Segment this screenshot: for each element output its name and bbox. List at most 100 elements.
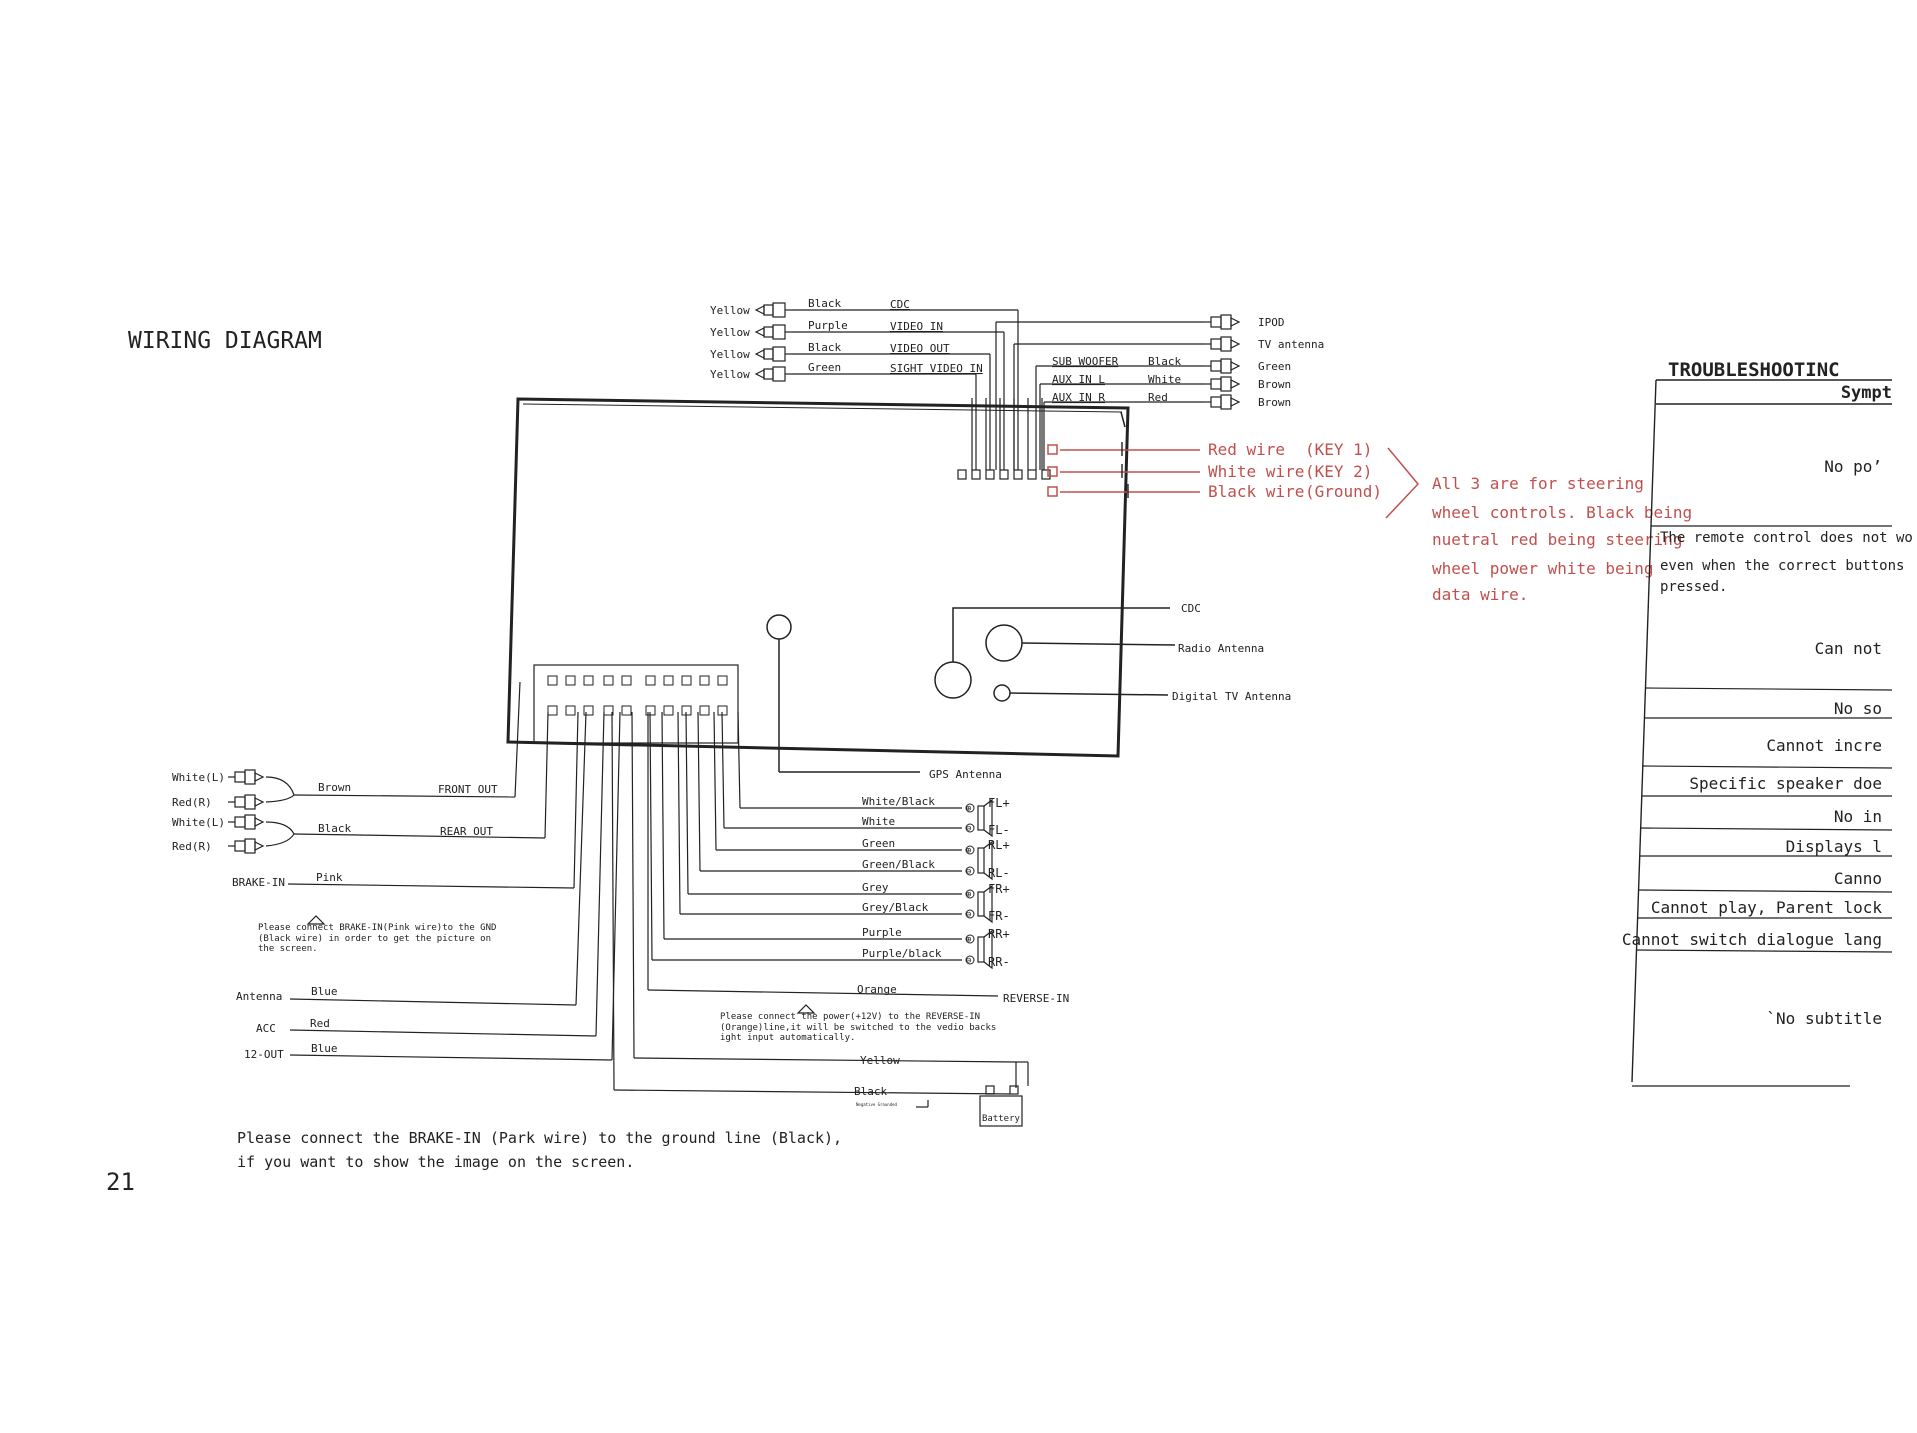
speaker-terminal-icon [965,866,975,876]
reverse-in-label: REVERSE-IN [1003,992,1069,1005]
troubleshooting-symptom-line: The remote control does not wo [1660,530,1913,546]
gps-jack-icon [766,614,792,640]
steering-wire-name: Red wire [1208,440,1285,459]
rca-plug-icon [228,769,265,785]
speaker-terminal-icon [965,955,975,965]
12-out-label: 12-OUT [244,1048,284,1061]
left-rca-plug-label: White(L) [172,771,225,784]
speaker-terminal-icon [965,889,975,899]
steering-note-line: All 3 are for steering [1432,474,1644,493]
digital-tv-antenna-label: Digital TV Antenna [1172,690,1291,703]
rca-plug-icon [1204,394,1241,410]
steering-wire-key: (KEY 2) [1305,462,1372,481]
rca-plug-icon [754,324,792,340]
right-rca-signal-label: AUX IN L [1052,373,1105,386]
rca-plug-icon [228,838,265,854]
troubleshooting-title: TROUBLESHOOTINC [1668,359,1840,381]
power-black-label: Black [854,1085,887,1098]
speaker-wires-group: White/Black⊕FL+White⊖FL-Green⊕RL+Green/B… [649,711,1010,970]
speaker-terminal-icon [965,803,975,813]
steering-note-line: data wire. [1432,585,1528,604]
speaker-terminal-sign: ⊖ [966,824,971,834]
bottom-note-line-2: if you want to show the image on the scr… [237,1153,634,1171]
battery-icon [979,1085,1023,1127]
brake-in-note-line: (Black wire) in order to get the picture… [258,934,491,944]
top-rca-signal-label: CDC [890,298,910,311]
gps-antenna-label: GPS Antenna [929,768,1002,781]
steering-note-line: nuetral red being steering [1432,530,1682,549]
page-number: 21 [106,1168,135,1196]
radio-antenna-label: Radio Antenna [1178,642,1264,655]
speaker-terminal-icon [965,934,975,944]
top-rca-wire-color: Black [808,341,841,354]
right-rca-plug-label: Brown [1258,396,1291,409]
antenna-jacks [766,607,1176,773]
speaker-terminal-sign: ⊖ [966,910,971,920]
speaker-wire-color: Purple [862,926,902,939]
rca-plug-icon [1204,336,1241,352]
cdc-jack-icon [934,661,972,699]
troubleshooting-symptom: Cannot switch dialogue lang [1622,930,1882,949]
right-rca-plug-label: Brown [1258,378,1291,391]
troubleshooting-symptom: Canno [1834,869,1882,888]
speaker-wire-color: Green/Black [862,858,935,871]
rear-out-label: REAR OUT [440,825,493,838]
speaker-terminal-label: RL- [988,866,1010,880]
right-rca-plug-label: IPOD [1258,316,1285,329]
acc-wire-color: Red [310,1017,330,1030]
speaker-wire-color: Grey [862,881,889,894]
right-rca-signal-label: AUX IN R [1052,391,1105,404]
troubleshooting-symptom: Displays l [1786,837,1882,856]
troubleshooting-symptom: Can not [1815,639,1882,658]
head-unit [506,397,1130,758]
right-rca-signal-label: SUB WOOFER [1052,355,1119,368]
speaker-wire-color: Green [862,837,895,850]
speaker-terminal-sign: ⊕ [966,890,971,900]
steering-pin-icon [1047,466,1058,477]
power-ground-note: Negative Grounded [856,1102,898,1107]
speaker-terminal-sign: ⊕ [966,804,971,814]
top-rca-signal-label: VIDEO IN [890,320,943,333]
steering-wheel-wires: Red wire(KEY 1)White wire(KEY 2)Black wi… [1047,440,1692,604]
steering-wire-name: White wire [1208,462,1304,481]
left-rca-plug-label: Red(R) [172,840,212,853]
troubleshooting-symptom-line: even when the correct buttons [1660,558,1904,574]
acc-label: ACC [256,1022,276,1035]
speaker-terminal-sign: ⊖ [966,956,971,966]
rca-plug-icon [754,366,792,382]
radio-jack-icon [985,624,1023,662]
right-rca-plug-label: TV antenna [1258,338,1324,351]
top-rca-signal-label: VIDEO OUT [890,342,950,355]
reverse-note-line: (Orange)line,it will be switched to the … [720,1023,996,1033]
troubleshooting-symptom: Cannot incre [1766,736,1882,755]
steering-note-line: wheel power white being [1432,559,1654,578]
troubleshooting-symptom: No po’ [1824,457,1882,476]
reverse-note-line: Please connect the power(+12V) to the RE… [720,1012,980,1022]
left-rca-plug-label: Red(R) [172,796,212,809]
steering-wire-key: (KEY 1) [1305,440,1372,459]
speaker-terminal-icon [965,823,975,833]
antenna-label: Antenna [236,990,282,1003]
steering-note-line: wheel controls. Black being [1432,503,1692,522]
front-out-label: FRONT OUT [438,783,498,796]
top-rca-wire-color: Purple [808,319,848,332]
steering-wire-key: (Ground) [1305,482,1382,501]
battery-label: Battery [982,1114,1021,1124]
speaker-wire-color: White/Black [862,795,935,808]
right-rca-wire-color: Red [1148,391,1168,404]
warning-icon [796,1004,816,1014]
rca-plug-icon [754,302,792,318]
top-rca-plug-label: Yellow [710,326,750,339]
reverse-note-line: ight input automatically. [720,1033,855,1043]
speaker-terminal-sign: ⊕ [966,846,971,856]
rca-plug-icon [1204,376,1241,392]
top-rca-signal-label: SIGHT VIDEO IN [890,362,983,375]
rca-plug-icon [228,814,265,830]
speaker-terminal-label: FR+ [988,882,1010,896]
speaker-terminal-sign: ⊕ [966,935,971,945]
top-rca-wire-color: Black [808,297,841,310]
speaker-icon [977,798,993,838]
